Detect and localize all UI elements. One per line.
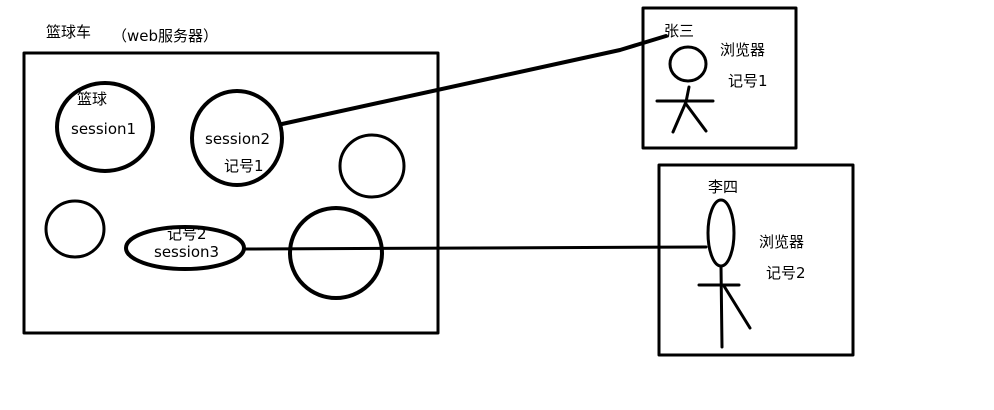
user1-leg-right <box>684 102 708 133</box>
user2-browser-box <box>657 163 855 357</box>
session1-ball-label: 篮球 <box>77 90 107 108</box>
session2-token: 记号1 <box>224 157 264 175</box>
empty-ball-1 <box>338 133 406 199</box>
user1-browser-label: 浏览器 <box>720 41 765 59</box>
session1-circle <box>55 81 155 173</box>
user1-head <box>668 45 708 83</box>
session2-label: session2 <box>205 130 270 148</box>
session3-token: 记号2 <box>167 225 207 243</box>
empty-ball-3 <box>288 206 384 300</box>
user2-leg <box>722 284 752 330</box>
connector-session3-lisi <box>242 245 708 251</box>
user2-body <box>719 264 724 349</box>
session3-label: session3 <box>154 243 219 261</box>
user2-head <box>706 198 736 268</box>
user1-name: 张三 <box>664 22 694 40</box>
user2-name: 李四 <box>708 178 738 196</box>
user2-stick-figure <box>697 198 752 349</box>
user2-browser-label: 浏览器 <box>759 233 804 251</box>
server-subtitle: （web服务器） <box>112 27 218 45</box>
user1-stick-figure <box>655 45 715 134</box>
server-box <box>22 51 440 335</box>
user1-token: 记号1 <box>728 72 768 90</box>
user2-token: 记号2 <box>766 264 806 282</box>
session1-label: session1 <box>71 120 136 138</box>
session2-circle <box>190 89 284 187</box>
user1-browser-box <box>641 6 798 150</box>
connector-session2-zhangsan <box>280 34 668 126</box>
user1-leg-left <box>671 85 691 134</box>
empty-ball-2 <box>44 199 106 259</box>
server-title: 篮球车 <box>46 23 91 41</box>
